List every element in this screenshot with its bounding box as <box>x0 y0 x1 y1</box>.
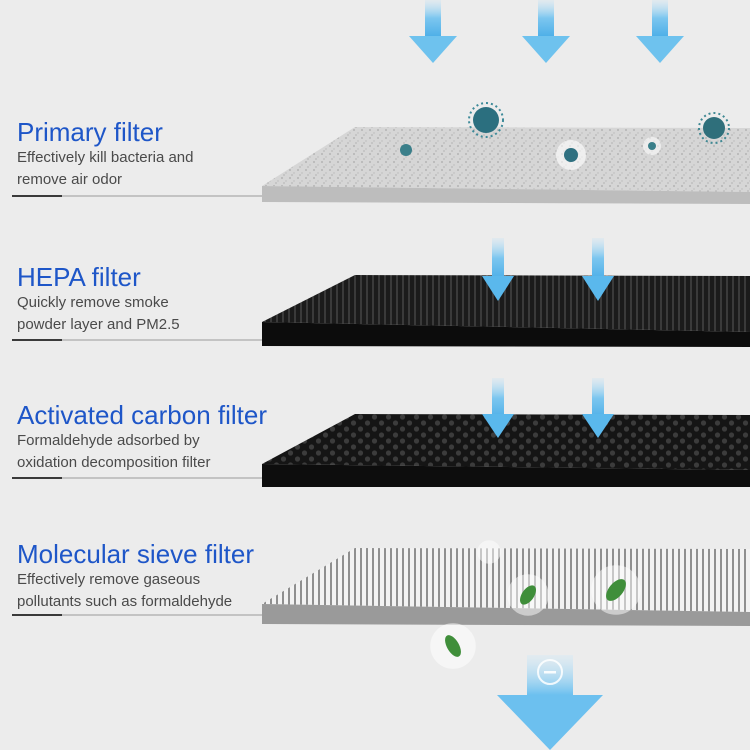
filter-description-line: remove air odor <box>17 171 123 188</box>
filter-description-line: Formaldehyde adsorbed by <box>17 432 200 449</box>
down-arrow-icon <box>582 378 614 438</box>
filter-title: Activated carbon filter <box>17 400 268 430</box>
leaf-bubble-icon <box>591 565 641 615</box>
leader-accent <box>12 195 62 197</box>
molecular-sieve-filter-label: Molecular sieve filter Effectively remov… <box>17 539 254 613</box>
filter-title: Primary filter <box>17 117 163 147</box>
primary-filter-label: Primary filter Effectively kill bacteria… <box>17 117 193 191</box>
leaf-bubbles <box>430 540 641 669</box>
activated-carbon-filter-layer <box>262 414 750 487</box>
filter-title: HEPA filter <box>17 262 141 292</box>
bacteria-icon <box>556 140 586 170</box>
leader-accent <box>12 614 62 616</box>
filter-description-line: Effectively remove gaseous <box>17 571 201 588</box>
leader-accent <box>12 339 62 341</box>
hepa-filter-layer <box>262 275 750 347</box>
hepa-airflow-arrows <box>482 238 614 301</box>
down-arrow-icon <box>482 378 514 438</box>
filter-description-line: Effectively kill bacteria and <box>17 149 194 166</box>
filter-description-line: pollutants such as formaldehyde <box>17 593 233 610</box>
bacteria-icon <box>698 112 730 144</box>
filter-title: Molecular sieve filter <box>17 539 254 569</box>
bacteria-icon <box>400 144 412 156</box>
negative-ion-icon <box>537 659 563 685</box>
down-arrow-icon <box>522 0 570 63</box>
down-arrow-icon <box>482 238 514 301</box>
primary-filter-layer <box>262 102 750 204</box>
carbon-airflow-arrows <box>482 378 614 438</box>
leader-accent <box>12 477 62 479</box>
top-airflow-arrows <box>409 0 684 63</box>
outflow-arrow <box>497 655 603 750</box>
filter-description-line: Quickly remove smoke <box>17 294 169 311</box>
down-arrow-icon <box>636 0 684 63</box>
leaf-bubble-icon <box>430 623 476 669</box>
bubble-icon <box>477 540 501 564</box>
bacteria-icon <box>643 137 661 155</box>
leaf-bubble-icon <box>507 574 549 616</box>
activated-carbon-filter-label: Activated carbon filter Formaldehyde ads… <box>17 400 267 474</box>
down-arrow-icon <box>409 0 457 63</box>
hepa-filter-label: HEPA filter Quickly remove smoke powder … <box>17 262 180 336</box>
bacteria-icon <box>468 102 504 138</box>
down-arrow-icon <box>582 238 614 301</box>
filter-description-line: powder layer and PM2.5 <box>17 316 180 333</box>
filter-description-line: oxidation decomposition filter <box>17 454 211 471</box>
molecular-sieve-filter-layer <box>262 548 750 626</box>
